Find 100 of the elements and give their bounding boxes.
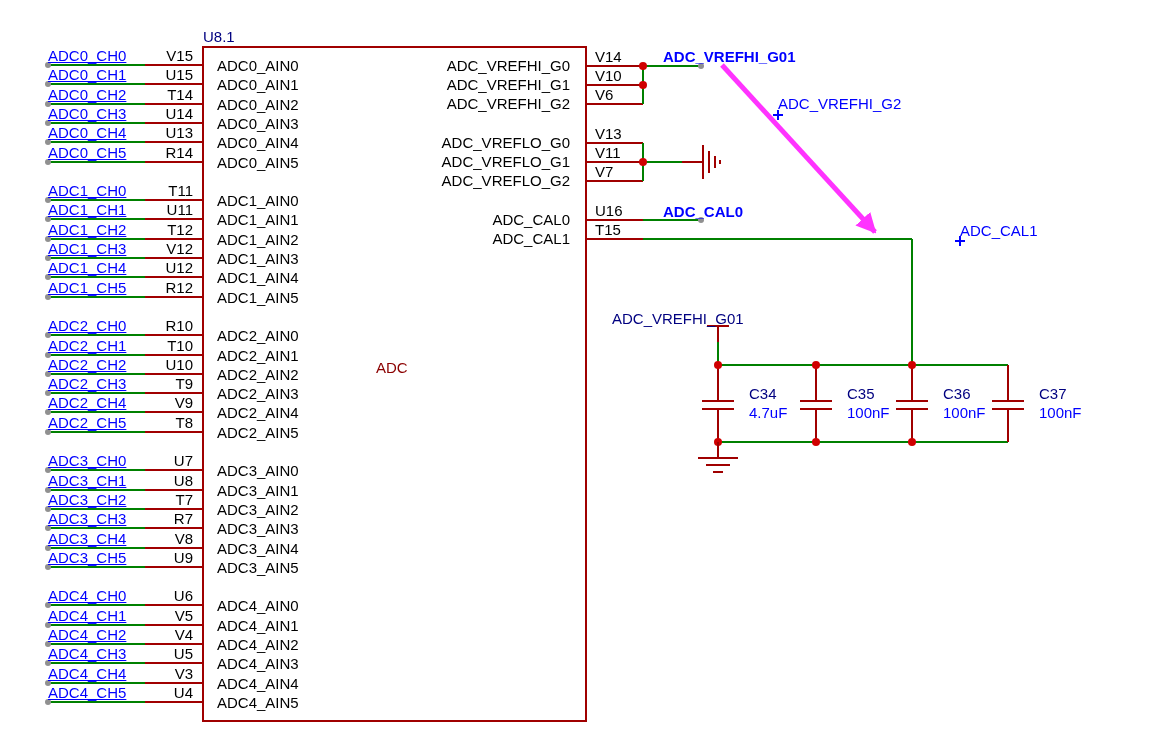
net-label: ADC4_CH4 <box>48 666 127 682</box>
pin-name: ADC3_AIN4 <box>217 541 299 557</box>
pin-number: U13 <box>165 125 193 141</box>
component-designator: C34 <box>749 386 777 402</box>
pin-name: ADC4_AIN0 <box>217 598 299 614</box>
pin-number: V13 <box>595 126 622 142</box>
pin-number: R7 <box>173 511 193 527</box>
net-label: ADC3_CH0 <box>48 453 127 469</box>
pin-number: T8 <box>175 415 193 431</box>
pin-number: T14 <box>167 87 193 103</box>
net-label: ADC2_CH3 <box>48 376 127 392</box>
pin-name: ADC0_AIN2 <box>217 97 299 113</box>
pin-name: ADC2_AIN0 <box>217 328 299 344</box>
net-label: ADC0_CH0 <box>48 48 127 64</box>
pin-name: ADC_VREFHI_G0 <box>446 58 570 74</box>
pin-name: ADC1_AIN1 <box>217 212 299 228</box>
pin-name: ADC_CAL1 <box>492 231 570 247</box>
net-label: ADC_VREFHI_G2 <box>778 96 902 112</box>
pin-name: ADC1_AIN2 <box>217 232 299 248</box>
pin-name: ADC4_AIN2 <box>217 637 299 653</box>
pin-name: ADC_CAL0 <box>492 212 570 228</box>
pin-name: ADC2_AIN4 <box>217 405 299 421</box>
power-port-label: ADC_VREFHI_G01 <box>612 311 744 327</box>
pin-number: V10 <box>595 68 622 84</box>
net-label: ADC1_CH3 <box>48 241 127 257</box>
pin-number: U16 <box>595 203 623 219</box>
pin-name: ADC2_AIN2 <box>217 367 299 383</box>
pin-name: ADC1_AIN3 <box>217 251 299 267</box>
pin-name: ADC0_AIN3 <box>217 116 299 132</box>
pin-number: U5 <box>173 646 193 662</box>
pin-name: ADC0_AIN5 <box>217 155 299 171</box>
pin-name: ADC1_AIN5 <box>217 290 299 306</box>
pin-number: R14 <box>165 145 193 161</box>
pin-name: ADC2_AIN5 <box>217 425 299 441</box>
net-label: ADC2_CH5 <box>48 415 127 431</box>
net-label: ADC3_CH5 <box>48 550 127 566</box>
pin-name: ADC0_AIN1 <box>217 77 299 93</box>
pin-number: U10 <box>165 357 193 373</box>
pin-name: ADC_VREFHI_G1 <box>446 77 570 93</box>
pin-number: R12 <box>165 280 193 296</box>
pin-name: ADC_VREFHI_G2 <box>446 96 570 112</box>
ic-block <box>202 46 587 722</box>
net-label: ADC4_CH1 <box>48 608 127 624</box>
pin-name: ADC4_AIN3 <box>217 656 299 672</box>
net-label: ADC0_CH1 <box>48 67 127 83</box>
pin-name: ADC4_AIN5 <box>217 695 299 711</box>
net-label: ADC3_CH2 <box>48 492 127 508</box>
net-label: ADC4_CH5 <box>48 685 127 701</box>
pin-number: V8 <box>174 531 193 547</box>
pin-name: ADC3_AIN3 <box>217 521 299 537</box>
net-label: ADC_CAL1 <box>960 223 1038 239</box>
pin-number: U11 <box>166 202 193 218</box>
pin-number: V15 <box>166 48 193 64</box>
net-label: ADC2_CH4 <box>48 395 127 411</box>
pin-name: ADC3_AIN2 <box>217 502 299 518</box>
pin-number: V14 <box>595 49 622 65</box>
net-label: ADC2_CH1 <box>48 338 127 354</box>
net-label: ADC0_CH3 <box>48 106 127 122</box>
net-label: ADC_VREFHI_G01 <box>663 49 796 65</box>
pin-number: T7 <box>175 492 193 508</box>
pin-number: U9 <box>173 550 193 566</box>
component-value: 100nF <box>943 405 986 421</box>
net-label: ADC0_CH2 <box>48 87 127 103</box>
reference-designator: U8.1 <box>203 29 235 45</box>
pin-name: ADC1_AIN4 <box>217 270 299 286</box>
net-label: ADC1_CH5 <box>48 280 127 296</box>
pin-name: ADC4_AIN4 <box>217 676 299 692</box>
pin-number: U14 <box>165 106 193 122</box>
net-label: ADC2_CH0 <box>48 318 127 334</box>
net-label: ADC3_CH1 <box>48 473 127 489</box>
net-label: ADC2_CH2 <box>48 357 127 373</box>
arrow <box>720 63 877 234</box>
component-value: 4.7uF <box>749 405 788 421</box>
pin-number: T10 <box>167 338 193 354</box>
component-designator: C37 <box>1039 386 1067 402</box>
pin-number: U12 <box>165 260 193 276</box>
pin-number: T11 <box>168 183 193 199</box>
pin-number: U15 <box>165 67 193 83</box>
net-label: ADC0_CH5 <box>48 145 127 161</box>
component-designator: C35 <box>847 386 875 402</box>
net-label: ADC1_CH2 <box>48 222 127 238</box>
component-designator: C36 <box>943 386 971 402</box>
component-value: 100nF <box>847 405 890 421</box>
pin-number: V11 <box>595 145 621 161</box>
pin-name: ADC3_AIN1 <box>217 483 299 499</box>
net-label: ADC1_CH4 <box>48 260 127 276</box>
pin-number: V9 <box>174 395 193 411</box>
pin-number: R10 <box>165 318 193 334</box>
pin-name: ADC2_AIN3 <box>217 386 299 402</box>
pin-name: ADC3_AIN0 <box>217 463 299 479</box>
pin-number: V4 <box>174 627 193 643</box>
net-label: ADC1_CH0 <box>48 183 127 199</box>
net-label: ADC3_CH3 <box>48 511 127 527</box>
pin-name: ADC1_AIN0 <box>217 193 299 209</box>
pin-name: ADC_VREFLO_G2 <box>441 173 570 189</box>
pin-number: V7 <box>595 164 614 180</box>
pin-name: ADC3_AIN5 <box>217 560 299 576</box>
pin-name: ADC0_AIN4 <box>217 135 299 151</box>
net-label: ADC0_CH4 <box>48 125 127 141</box>
pin-number: V5 <box>174 608 193 624</box>
